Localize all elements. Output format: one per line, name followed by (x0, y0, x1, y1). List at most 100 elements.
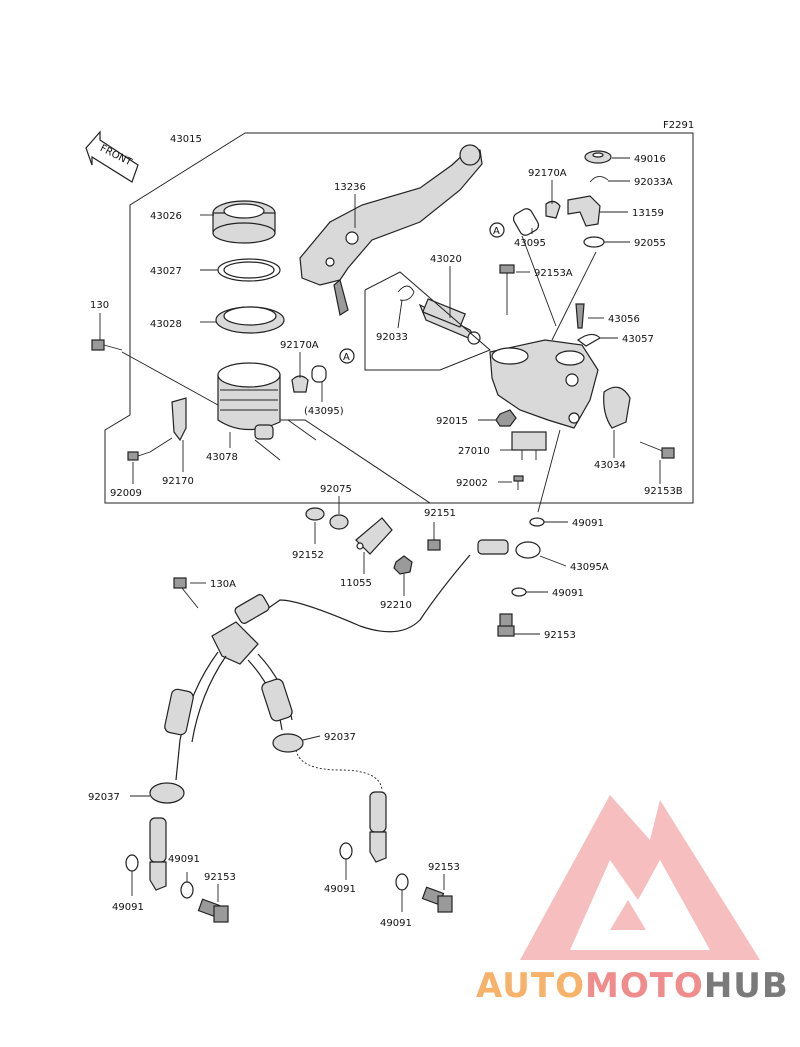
bolt-92153b-icon (639, 441, 675, 459)
assembly-frame (245, 132, 694, 504)
reservoir-cap-icon (212, 200, 276, 244)
nut-92210-icon (393, 555, 413, 575)
bleeder-43056-icon (575, 303, 585, 329)
label-92033a: 92033A (634, 177, 673, 188)
banjo-lower-right-icon (369, 831, 387, 863)
label-43015: 43015 (170, 134, 202, 145)
label-43095a: 43095A (570, 562, 609, 573)
label-92037-right: 92037 (324, 732, 356, 743)
label-49091-f: 49091 (380, 918, 412, 929)
label-92153a: 92153A (534, 268, 573, 279)
label-92002: 92002 (456, 478, 488, 489)
svg-text:A: A (343, 352, 350, 363)
brake-lever-icon (299, 144, 483, 316)
bolt-92153-b-icon (197, 898, 229, 923)
reservoir-frame (104, 132, 430, 504)
label-92153-b: 92153 (204, 872, 236, 883)
screw-92009-icon (127, 451, 151, 461)
label-49091-b: 49091 (552, 588, 584, 599)
label-43026: 43026 (150, 211, 182, 222)
label-43020: 43020 (430, 254, 462, 265)
label-92153-a: 92153 (544, 630, 576, 641)
hose-43095-r-icon (512, 208, 540, 236)
label-92210: 92210 (380, 600, 412, 611)
label-49091-a: 49091 (572, 518, 604, 529)
label-92009: 92009 (110, 488, 142, 499)
svg-text:A: A (493, 226, 500, 237)
nut-92015-icon (495, 409, 517, 427)
label-43027: 43027 (150, 266, 182, 277)
hose-lower-left (149, 817, 167, 863)
guide-dashed-right (295, 749, 383, 791)
washer-49091-f-icon (395, 873, 409, 891)
bush-92075-icon (329, 514, 349, 530)
bolt-92153a-icon (499, 264, 515, 315)
cap-43057-icon (576, 333, 601, 347)
label-92037-left: 92037 (88, 792, 120, 803)
washer-49091-e-icon (339, 842, 353, 860)
piston-frame (364, 271, 491, 371)
label-43057: 43057 (622, 334, 654, 345)
label-49091-c: 49091 (112, 902, 144, 913)
washer-49091-c-icon (125, 854, 139, 872)
diaphragm-ring-icon (217, 258, 281, 282)
label-92055: 92055 (634, 238, 666, 249)
label-13159: 13159 (632, 208, 664, 219)
master-cylinder-body-icon (489, 339, 599, 429)
bracket-92170-icon (171, 397, 187, 442)
label-43078: 43078 (206, 452, 238, 463)
label-92153-c: 92153 (428, 862, 460, 873)
label-92075: 92075 (320, 484, 352, 495)
callout-a-left: A (339, 348, 355, 364)
reservoir-tank-icon (217, 362, 281, 440)
washer-49091-b-icon (511, 587, 527, 597)
label-130a: 130A (210, 579, 236, 590)
clamp-92170a-r-icon (545, 200, 561, 219)
bolt-92153-c-icon (421, 886, 453, 913)
screw-92002-icon (513, 475, 524, 490)
ring-92055-icon (583, 236, 605, 248)
bracket-11055-icon (355, 517, 393, 555)
clip-92033a-icon (589, 176, 609, 183)
cap-49016-icon (584, 150, 612, 164)
label-130: 130 (90, 300, 109, 311)
watermark-text: AUTOMOTOHUB (476, 966, 789, 1006)
label-92015: 92015 (436, 416, 468, 427)
switch-27010-icon (511, 431, 547, 460)
label-49016: 49016 (634, 154, 666, 165)
label-49091-d: 49091 (168, 854, 200, 865)
label-27010: 27010 (458, 446, 490, 457)
label-43056: 43056 (608, 314, 640, 325)
circlip-92033-icon (397, 285, 415, 301)
watermark-moto: MOTO (584, 966, 704, 1006)
label-13236: 13236 (334, 182, 366, 193)
hose-lower-right (369, 791, 387, 833)
bolt-130-icon (91, 339, 123, 351)
bolt-92151-icon (427, 539, 441, 551)
hose-sleeve-left (164, 688, 194, 736)
washer-92152-icon (305, 507, 325, 521)
brake-hose-main (259, 554, 471, 633)
clamp-43034-icon (603, 386, 631, 429)
piston-assembly-icon (418, 298, 481, 345)
watermark-auto: AUTO (476, 966, 585, 1006)
label-43034: 43034 (594, 460, 626, 471)
leader-lines (99, 157, 661, 912)
label-92170a-right: 92170A (528, 168, 567, 179)
diaphragm-plate-icon (215, 306, 285, 334)
label-92033: 92033 (376, 332, 408, 343)
bolt-130a-icon (173, 577, 199, 609)
washer-49091-d-icon (180, 881, 194, 899)
clamp-92037-r-icon (272, 733, 304, 753)
hose-43095-icon (311, 365, 327, 383)
part-labels: 43015 43026 43027 43028 130 92170A (4309… (88, 134, 683, 929)
washer-49091-a-icon (529, 517, 545, 527)
label-92151: 92151 (424, 508, 456, 519)
bolt-92153-a-icon (497, 613, 515, 637)
watermark-logo-icon (520, 795, 760, 960)
label-92170a-left: 92170A (280, 340, 319, 351)
label-92153b: 92153B (644, 486, 683, 497)
callout-a-right: A (489, 222, 505, 238)
label-92152: 92152 (292, 550, 324, 561)
